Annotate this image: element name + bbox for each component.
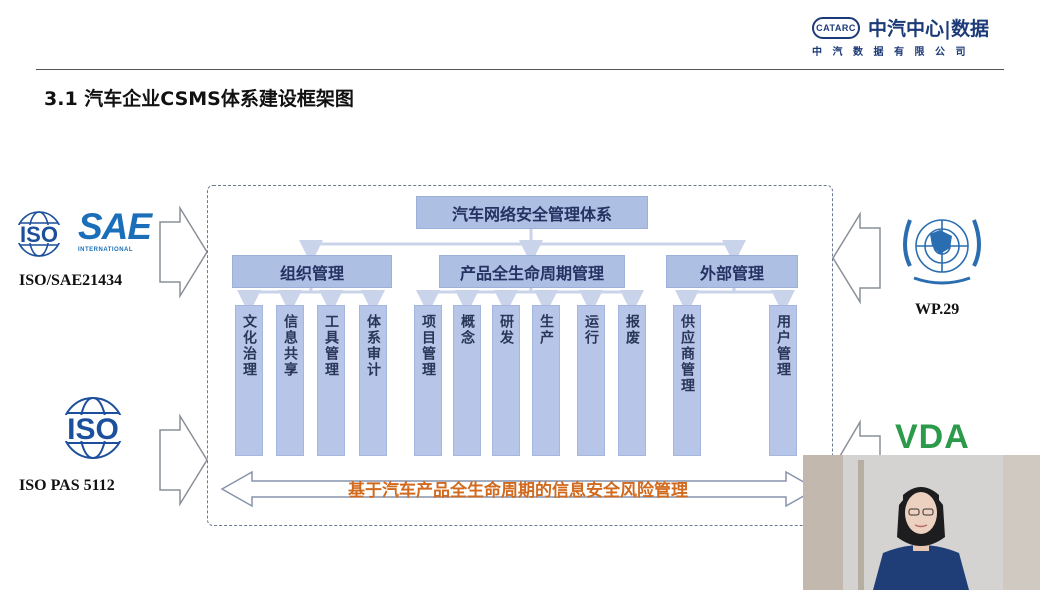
leaf-info-sharing: 信息共享 [276,305,304,456]
leaf-operation: 运行 [577,305,605,456]
leaf-culture-governance: 文化治理 [235,305,263,456]
leaf-supplier-management: 供应商管理 [673,305,701,456]
framework-frame [207,185,833,526]
leaf-development: 研发 [492,305,520,456]
leaf-production: 生产 [532,305,560,456]
left-arrow-bottom [159,413,208,507]
right-arrow-top [832,211,881,305]
svg-text:ISO: ISO [20,222,58,247]
company-logo-text: 中汽中心|数据 [868,18,989,40]
iso-pas-logo-icon: ISO [50,397,136,459]
category-external: 外部管理 [666,255,798,288]
sae-logo-subtext: INTERNATIONAL [78,247,134,253]
left-arrow-top [159,205,208,299]
category-org: 组织管理 [232,255,392,288]
catarc-logo-mark: CATARC [812,17,860,39]
svg-text:ISO: ISO [67,413,119,446]
sae-logo: SAE INTERNATIONAL [78,206,152,257]
leaf-decommission: 报废 [618,305,646,456]
un-emblem-icon [903,219,981,285]
iso-sae-label: ISO/SAE21434 [19,272,123,289]
webcam-video-overlay [803,455,1040,590]
leaf-system-audit: 体系审计 [359,305,387,456]
page-title: 3.1 汽车企业CSMS体系建设框架图 [44,88,354,110]
vda-logo: VDA [895,418,970,456]
risk-management-label: 基于汽车产品全生命周期的信息安全风险管理 [348,481,688,501]
presenter-video-icon [803,455,1040,590]
top-system-box: 汽车网络安全管理体系 [416,196,648,229]
header-divider [36,69,1004,70]
leaf-user-management: 用户管理 [769,305,797,456]
wp29-label: WP.29 [915,301,960,318]
company-subtitle: 中汽数据有限公司 [812,47,976,58]
leaf-tool-management: 工具管理 [317,305,345,456]
category-product: 产品全生命周期管理 [439,255,625,288]
iso-logo-icon: ISO [6,211,72,257]
iso-pas-label: ISO PAS 5112 [19,477,115,494]
leaf-concept: 概念 [453,305,481,456]
leaf-project-management: 项目管理 [414,305,442,456]
right-arrow-bottom [838,419,881,457]
sae-logo-text: SAE [78,206,152,247]
